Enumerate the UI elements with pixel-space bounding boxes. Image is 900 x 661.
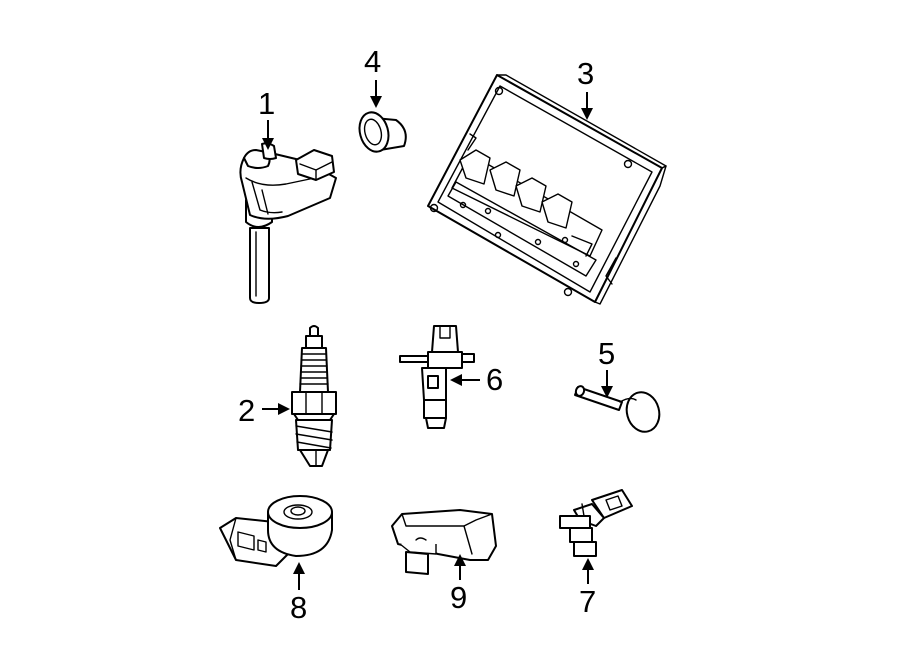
callout-9: 9 [450,554,467,615]
spark-plug [291,325,337,467]
callout-3: 3 [577,56,594,120]
callout-4: 4 [364,44,382,108]
callout-4-number: 4 [364,44,381,79]
callout-5: 5 [598,336,615,398]
callout-8: 8 [290,562,307,625]
knock-sensor [219,495,333,567]
ignition-coil [239,142,337,304]
callout-1-number: 1 [258,86,275,121]
callout-5-number: 5 [598,336,615,371]
callout-9-number: 9 [450,580,467,615]
callout-7-number: 7 [579,584,596,619]
callout-8-number: 8 [290,590,307,625]
callout-6: 6 [450,362,503,397]
callout-3-number: 3 [577,56,594,91]
map-sensor [391,509,497,575]
engine-control-module [427,74,667,305]
camshaft-sensor [559,489,633,557]
callout-2-number: 2 [238,393,255,428]
grommet [358,111,407,153]
crankshaft-sensor [399,325,475,429]
callout-7: 7 [579,558,596,619]
callout-2: 2 [238,393,290,428]
temperature-sensor [574,385,661,433]
callout-1: 1 [258,86,275,150]
callout-6-number: 6 [486,362,503,397]
